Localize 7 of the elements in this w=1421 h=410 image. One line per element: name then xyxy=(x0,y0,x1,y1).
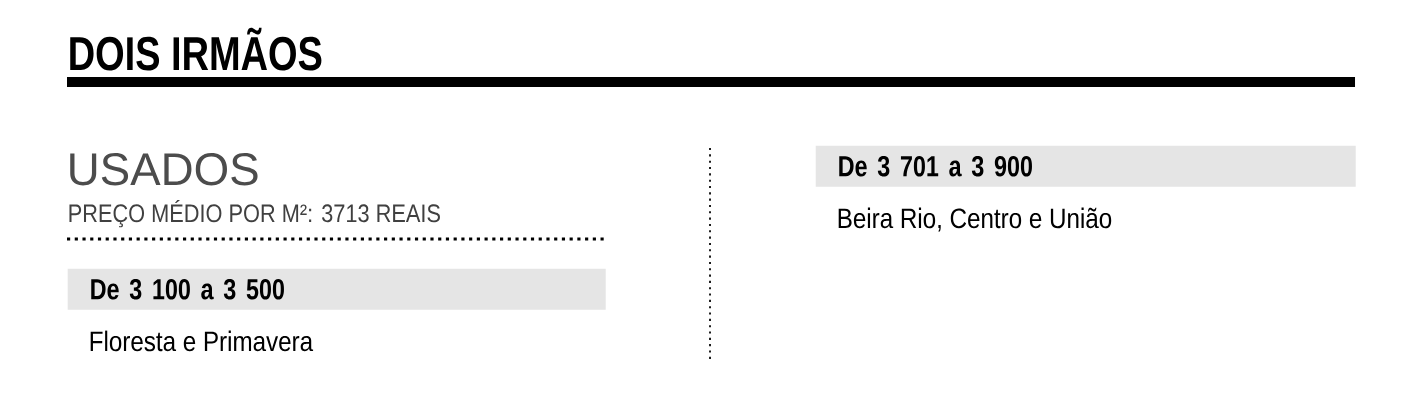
price-band: De 3 100 a 3 500 xyxy=(67,268,606,310)
body-text: Beira Rio, Centro e União xyxy=(838,207,1112,232)
body-text: Floresta e Primavera xyxy=(90,330,314,352)
price-band: De 3 701 a 3 900 xyxy=(815,145,1356,187)
heading: USADOS xyxy=(70,153,258,186)
subheading: PREÇO MÉDIO POR M²: 3713 REAIS xyxy=(69,200,440,228)
title: DOIS IRMÃOS xyxy=(70,27,322,71)
